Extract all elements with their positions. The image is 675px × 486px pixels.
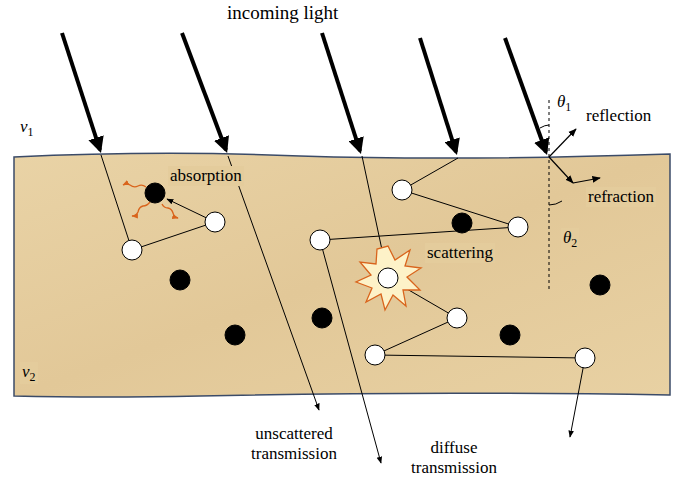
angle-arc xyxy=(549,201,562,205)
normal-line xyxy=(549,100,550,290)
medium-slab xyxy=(14,153,670,397)
refraction-arrow xyxy=(573,178,600,183)
figure-title: incoming light xyxy=(227,2,338,24)
transmission-label: unscattered transmission xyxy=(238,424,350,463)
angle-label: θ2 xyxy=(561,228,579,250)
process-label: scattering xyxy=(425,243,495,263)
light-paths xyxy=(101,155,585,463)
refraction-arrow xyxy=(549,157,573,183)
ray-label: reflection xyxy=(586,106,651,126)
reflection-arrow xyxy=(549,129,576,157)
incoming-arrows xyxy=(62,33,546,152)
ray-label: refraction xyxy=(586,187,656,207)
absorption-emission xyxy=(123,184,178,218)
angle-arc xyxy=(540,125,549,128)
angle-label: θ1 xyxy=(557,92,571,114)
medium-label: ν1 xyxy=(20,117,34,139)
medium-label: ν2 xyxy=(20,362,38,384)
transmission-label: diffuse transmission xyxy=(398,438,510,477)
scattering-burst xyxy=(356,246,421,310)
particles xyxy=(122,180,610,368)
process-label: absorption xyxy=(168,166,244,186)
